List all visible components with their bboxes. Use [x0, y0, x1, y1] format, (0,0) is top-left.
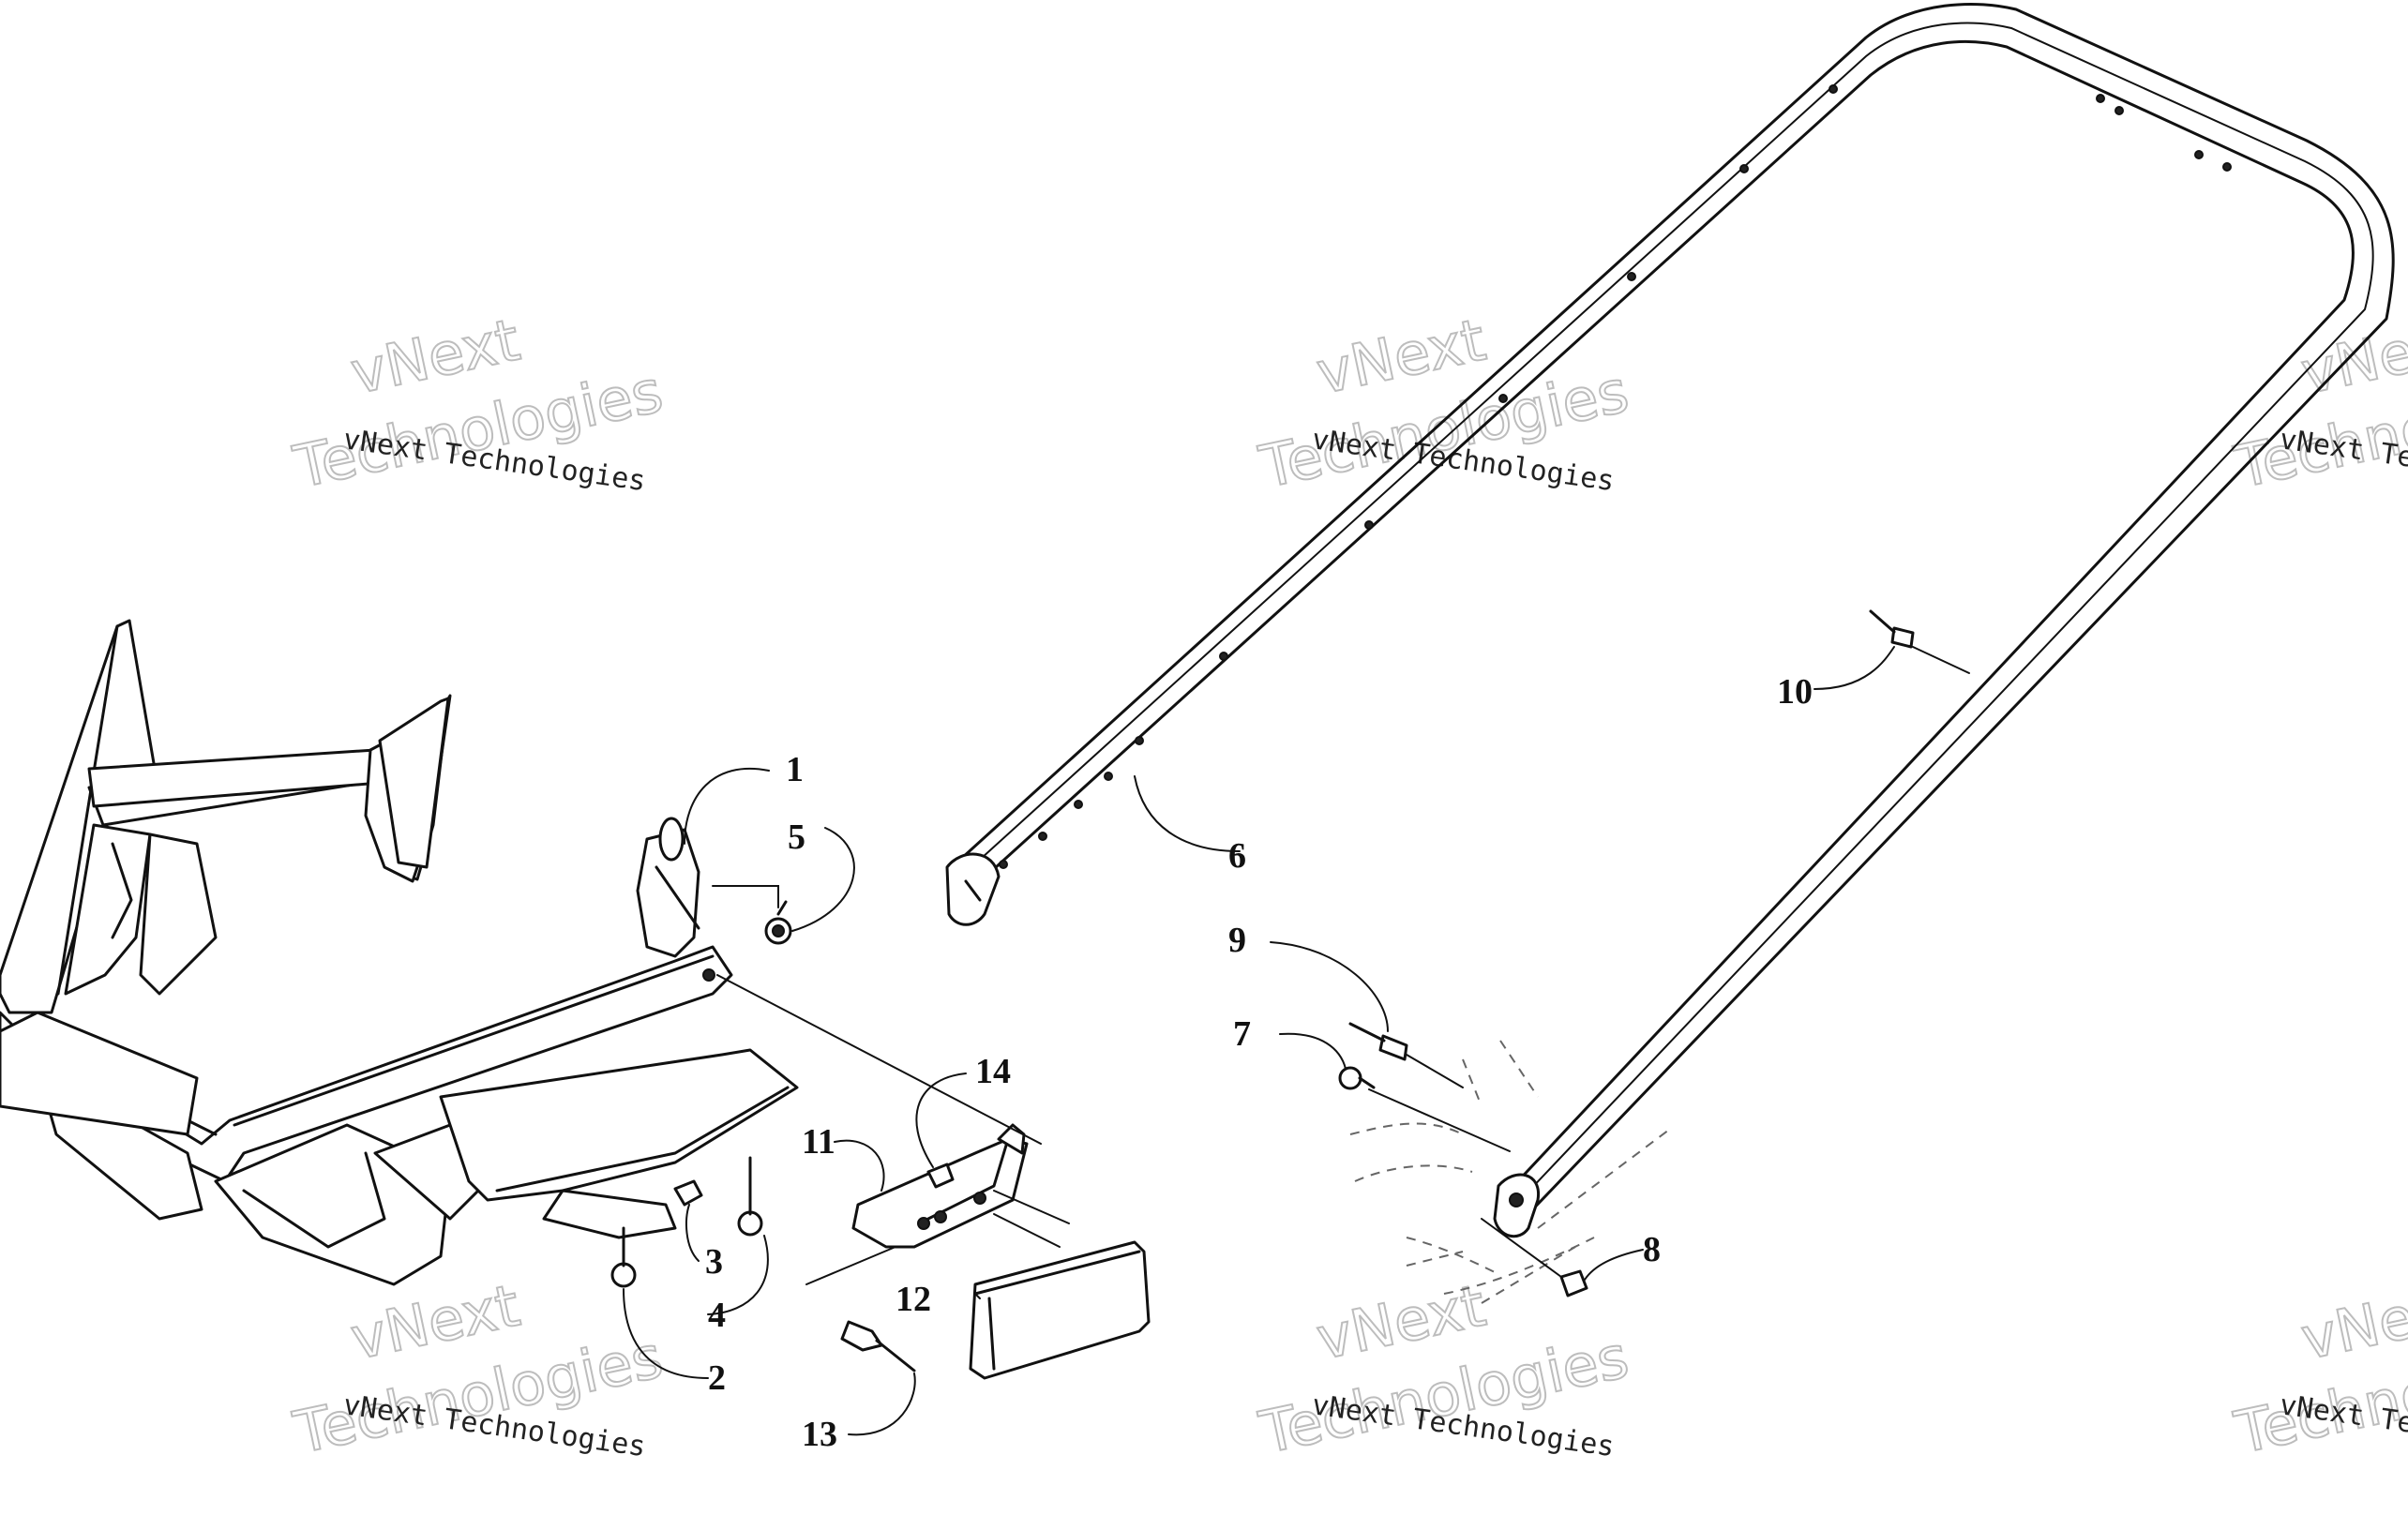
callout-11: 11 [802, 1122, 835, 1162]
rivet-9 [1348, 1022, 1408, 1061]
fastener-4 [737, 1156, 763, 1237]
watermark-bottom-left: vNext Technologies vNext Technologies [287, 1270, 670, 1468]
watermark-top-right: vNext Technologies vNext Technologies [2228, 305, 2408, 502]
callout-8: 8 [1643, 1230, 1661, 1269]
callout-10: 10 [1777, 672, 1813, 712]
watermark-line1: vNext [2295, 1271, 2408, 1373]
callout-13: 13 [802, 1415, 837, 1454]
callout-14: 14 [975, 1052, 1011, 1091]
callout-3: 3 [705, 1242, 723, 1282]
callout-4: 4 [708, 1296, 726, 1335]
watermark-bottom-right: vNext Technologies vNext Technologies [2228, 1270, 2408, 1468]
rivet-10 [1869, 609, 1915, 649]
fastener-7 [1338, 1066, 1376, 1090]
watermark-bottom-center: vNext Technologies vNext Technologies [1253, 1270, 1635, 1468]
watermark-top-left: vNext Technologies vNext Technologies [287, 305, 670, 502]
pad-12 [969, 1240, 1151, 1380]
callout-7: 7 [1233, 1014, 1251, 1054]
mirror-assembly [87, 694, 452, 883]
callout-2: 2 [708, 1358, 726, 1398]
fastener-3 [673, 1179, 703, 1207]
front-bumper-assembly [0, 619, 799, 1286]
inset-detail [1349, 1040, 1670, 1304]
fastener-5 [764, 900, 792, 945]
fastener-14 [926, 1162, 955, 1189]
loop-bar-6 [945, 2, 2395, 1238]
nut-8 [1559, 1269, 1588, 1298]
callout-12: 12 [895, 1280, 931, 1319]
rivet-13 [840, 1320, 916, 1372]
watermark-top-center: vNext Technologies vNext Technologies [1253, 305, 1635, 502]
callout-5: 5 [788, 818, 805, 857]
callout-labels: 1 5 6 10 9 7 8 14 11 12 13 2 3 4 [705, 672, 1813, 1454]
leader-lines [623, 646, 1970, 1436]
callout-1: 1 [786, 750, 804, 789]
fastener-2 [610, 1226, 637, 1288]
bracket-11 [851, 1123, 1029, 1249]
callout-9: 9 [1228, 921, 1246, 960]
callout-6: 6 [1228, 836, 1246, 876]
